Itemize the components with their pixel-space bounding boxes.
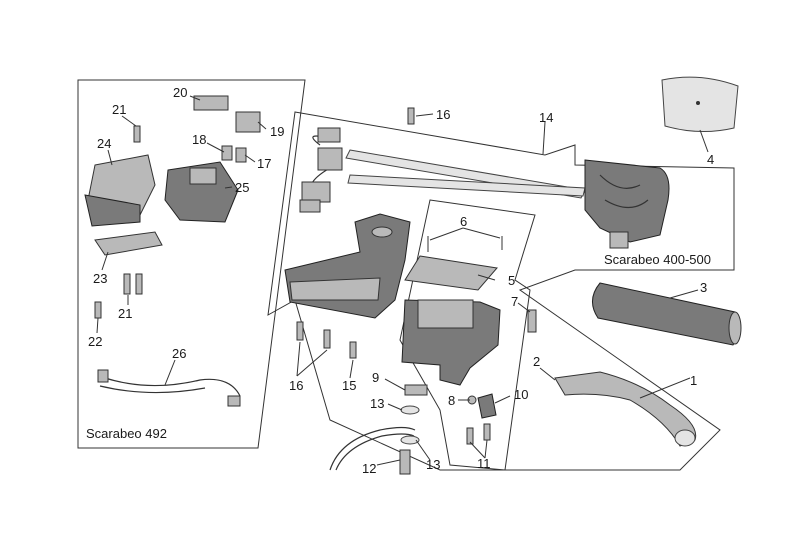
part-18-17-bulbs bbox=[221, 145, 247, 163]
part-24-cover bbox=[84, 154, 156, 227]
label-1: 1 bbox=[690, 373, 697, 388]
label-16a: 16 bbox=[436, 107, 450, 122]
label-24: 24 bbox=[97, 136, 111, 151]
label-4: 4 bbox=[707, 152, 714, 167]
main-assembly-frame bbox=[267, 111, 735, 471]
label-21a: 21 bbox=[112, 102, 126, 117]
label-22: 22 bbox=[88, 334, 102, 349]
label-3: 3 bbox=[700, 280, 707, 295]
label-5: 5 bbox=[508, 273, 515, 288]
part-4-cover bbox=[661, 76, 739, 133]
caption-scarabeo-492: Scarabeo 492 bbox=[86, 426, 167, 441]
label-23: 23 bbox=[93, 271, 107, 286]
label-2: 2 bbox=[533, 354, 540, 369]
label-7: 7 bbox=[511, 294, 518, 309]
right-switch-housing bbox=[584, 159, 670, 249]
label-18: 18 bbox=[192, 132, 206, 147]
label-17: 17 bbox=[257, 156, 271, 171]
label-25: 25 bbox=[235, 180, 249, 195]
label-19: 19 bbox=[270, 124, 284, 139]
label-13b: 13 bbox=[426, 457, 440, 472]
label-26: 26 bbox=[172, 346, 186, 361]
label-12: 12 bbox=[362, 461, 376, 476]
part-10-clamp bbox=[467, 393, 497, 419]
master-cylinder bbox=[401, 236, 503, 386]
part-3-grip bbox=[592, 282, 742, 346]
label-20: 20 bbox=[173, 85, 187, 100]
part-1-brake-lever bbox=[554, 371, 697, 447]
brake-hose-fittings bbox=[329, 384, 428, 475]
label-15: 15 bbox=[342, 378, 356, 393]
label-13a: 13 bbox=[370, 396, 384, 411]
caption-scarabeo-400-500: Scarabeo 400-500 bbox=[604, 252, 711, 267]
part-25-switch-body bbox=[164, 161, 239, 223]
part-26-harness bbox=[97, 369, 241, 407]
part-14-handlebar-tube bbox=[299, 127, 586, 213]
label-9: 9 bbox=[372, 370, 379, 385]
label-6: 6 bbox=[460, 214, 467, 229]
label-21b: 21 bbox=[118, 306, 132, 321]
leader-lines bbox=[96, 95, 709, 466]
label-14: 14 bbox=[539, 110, 553, 125]
part-20-19-connectors bbox=[193, 95, 261, 133]
part-23-bracket bbox=[94, 231, 163, 256]
label-11: 11 bbox=[477, 456, 491, 471]
label-10: 10 bbox=[514, 387, 528, 402]
scarabeo-492-panel-frame bbox=[77, 79, 306, 449]
label-8: 8 bbox=[448, 393, 455, 408]
part-16-bolts bbox=[296, 107, 415, 359]
label-16b: 16 bbox=[289, 378, 303, 393]
left-switch-housing bbox=[284, 213, 411, 319]
part-7-screw bbox=[527, 309, 537, 333]
